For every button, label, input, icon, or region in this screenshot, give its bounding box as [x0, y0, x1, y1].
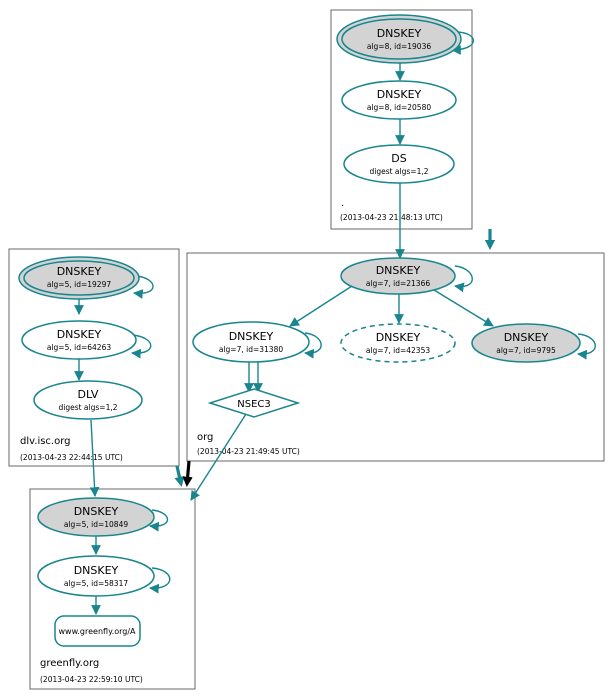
- zone-dlv-timestamp: (2013-04-23 22:44:15 UTC): [20, 453, 123, 462]
- node-org-nsec3: NSEC3: [207, 388, 301, 418]
- node-dlv-zsk-title: DNSKEY: [57, 328, 102, 341]
- zone-greenfly-name: greenfly.org: [40, 658, 99, 669]
- node-dlv-zsk-sub: alg=5, id=64263: [47, 343, 111, 352]
- node-org-ksk-title: DNSKEY: [376, 264, 421, 277]
- node-org-ksk-sub: alg=7, id=21366: [366, 279, 430, 288]
- node-org-zsk2-title: DNSKEY: [376, 331, 421, 344]
- self-loop-gf-zsk: [149, 567, 171, 594]
- node-gf-zsk-title: DNSKEY: [74, 564, 119, 577]
- self-loop-dlv-zsk: [131, 334, 152, 359]
- node-org-ksk: DNSKEY alg=7, id=21366: [340, 257, 456, 295]
- zone-root-timestamp: (2013-04-23 21:48:13 UTC): [340, 213, 443, 222]
- node-gf-ksk-title: DNSKEY: [74, 505, 119, 518]
- node-org-zsk2-sub: alg=7, id=42353: [366, 346, 430, 355]
- node-dlv-ksk-sub: alg=5, id=19297: [47, 280, 111, 289]
- edge-org-ksk-to-zsk3: [433, 289, 494, 327]
- node-root-ds: DS digest algs=1,2: [343, 144, 455, 184]
- node-gf-ksk-sub: alg=5, id=10849: [64, 520, 128, 529]
- edge-dlv-to-greenfly-ksk: [89, 419, 100, 497]
- node-org-zsk1-sub: alg=7, id=31380: [219, 345, 283, 354]
- self-loop-org-zsk1: [304, 332, 322, 359]
- node-org-zsk3: DNSKEY alg=7, id=9795: [471, 323, 581, 363]
- zone-org-timestamp: (2013-04-23 21:49:45 UTC): [197, 447, 300, 456]
- node-org-zsk2: DNSKEY alg=7, id=42353: [340, 323, 456, 363]
- delegation-org-to-greenfly: [182, 460, 193, 488]
- node-dlv-dlv: DLV digest algs=1,2: [33, 380, 143, 420]
- self-loop-dlv-ksk: [133, 275, 154, 299]
- edge-nsec3-to-greenfly: [190, 413, 247, 501]
- node-dlv-zsk: DNSKEY alg=5, id=64263: [21, 320, 137, 360]
- node-root-ksk-sub: alg=8, id=19036: [367, 42, 431, 51]
- node-org-zsk1-title: DNSKEY: [229, 330, 274, 343]
- node-gf-a-title: www.greenfly.org/A: [58, 627, 136, 636]
- node-dlv-ksk-title: DNSKEY: [57, 265, 102, 278]
- edge-org-ksk-to-zsk1: [289, 285, 353, 327]
- self-loop-root-ksk: [451, 31, 474, 55]
- self-loop-gf-ksk: [149, 509, 169, 532]
- node-root-ds-title: DS: [391, 152, 406, 165]
- node-org-nsec3-title: NSEC3: [237, 399, 271, 410]
- delegation-dlv-to-greenfly: [174, 465, 185, 487]
- node-root-ds-sub: digest algs=1,2: [369, 167, 428, 176]
- zone-dlv-name: dlv.isc.org: [20, 436, 71, 447]
- node-org-zsk3-title: DNSKEY: [504, 331, 549, 344]
- node-root-zsk-sub: alg=8, id=20580: [367, 103, 431, 112]
- zone-root-name: .: [341, 198, 344, 209]
- self-loop-org-ksk: [454, 265, 473, 293]
- zone-org-name: org: [197, 432, 213, 443]
- zone-greenfly-timestamp: (2013-04-23 22:59:10 UTC): [40, 675, 143, 684]
- node-gf-zsk: DNSKEY alg=5, id=58317: [37, 555, 155, 597]
- self-loop-org-zsk3: [577, 333, 596, 360]
- node-root-ksk-title: DNSKEY: [377, 27, 422, 40]
- node-gf-ksk: DNSKEY alg=5, id=10849: [37, 497, 155, 537]
- node-root-ksk: DNSKEY alg=8, id=19036: [336, 14, 462, 64]
- node-root-zsk: DNSKEY alg=8, id=20580: [341, 80, 457, 120]
- node-root-zsk-title: DNSKEY: [377, 88, 422, 101]
- node-gf-a-record: www.greenfly.org/A: [54, 615, 141, 647]
- node-dlv-dlv-sub: digest algs=1,2: [58, 403, 117, 412]
- node-org-zsk3-sub: alg=7, id=9795: [496, 346, 556, 355]
- node-dlv-dlv-title: DLV: [78, 388, 99, 401]
- node-dlv-ksk: DNSKEY alg=5, id=19297: [18, 256, 140, 300]
- node-gf-zsk-sub: alg=5, id=58317: [64, 579, 128, 588]
- node-org-zsk1: DNSKEY alg=7, id=31380: [192, 321, 310, 363]
